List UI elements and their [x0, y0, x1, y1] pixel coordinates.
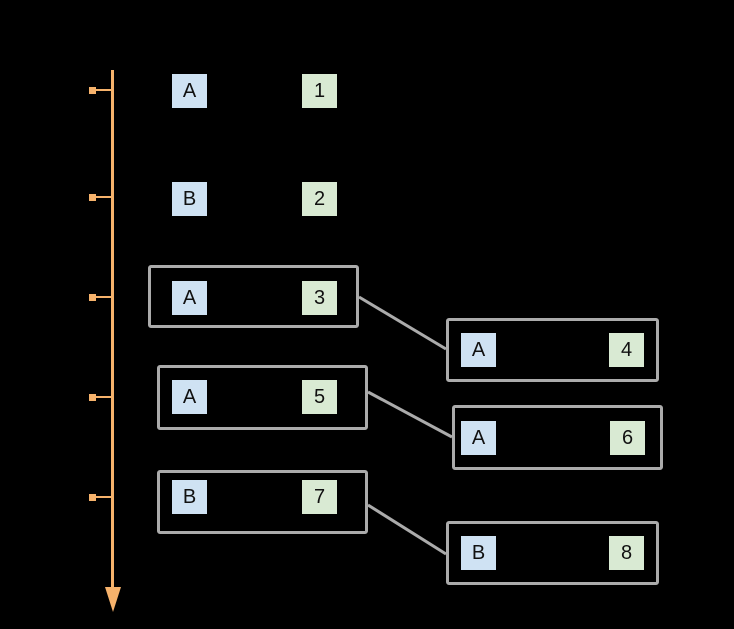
event-key-box: A	[461, 333, 496, 367]
tick-marker-icon	[89, 194, 96, 201]
tick-line	[93, 396, 113, 398]
group-box-right-4	[446, 318, 659, 382]
event-value-box: 8	[609, 536, 644, 570]
group-box-left-7	[157, 470, 368, 534]
event-key-box: A	[172, 281, 207, 315]
connector-5-to-6	[367, 390, 453, 439]
connector-7-to-8	[367, 503, 447, 556]
event-key-box: A	[172, 74, 207, 108]
tick-marker-icon	[89, 87, 96, 94]
tick-marker-icon	[89, 294, 96, 301]
event-value-box: 2	[302, 182, 337, 216]
tick-marker-icon	[89, 494, 96, 501]
group-box-left-5	[157, 365, 368, 430]
event-value-box: 5	[302, 380, 337, 414]
tick-marker-icon	[89, 394, 96, 401]
event-value-box: 4	[609, 333, 644, 367]
tick-line	[93, 89, 113, 91]
group-box-right-6	[452, 405, 663, 470]
group-box-left-3	[148, 265, 359, 328]
event-key-box: B	[172, 480, 207, 514]
tick-line	[93, 496, 113, 498]
event-key-box: A	[461, 421, 496, 455]
connector-3-to-4	[358, 295, 447, 351]
timeline-line	[111, 70, 114, 588]
event-value-box: 3	[302, 281, 337, 315]
event-value-box: 7	[302, 480, 337, 514]
tick-line	[93, 296, 113, 298]
arrow-down-icon	[105, 587, 121, 612]
tick-line	[93, 196, 113, 198]
group-box-right-8	[446, 521, 659, 585]
event-key-box: B	[172, 182, 207, 216]
event-value-box: 1	[302, 74, 337, 108]
event-key-box: B	[461, 536, 496, 570]
event-key-box: A	[172, 380, 207, 414]
event-value-box: 6	[610, 421, 645, 455]
